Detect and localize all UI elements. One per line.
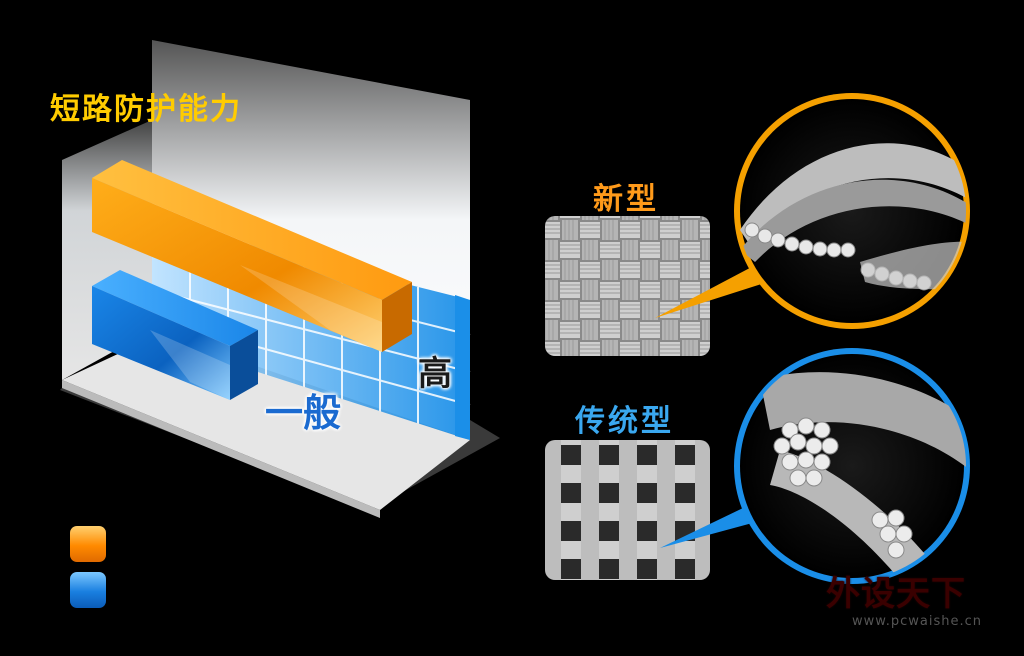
floor (62, 338, 470, 510)
high-label: 高 (418, 354, 452, 394)
fabric-new-swatch (545, 216, 710, 356)
right-edge (455, 295, 470, 440)
box-scene (60, 40, 500, 518)
legend-blue-swatch (70, 572, 106, 608)
watermark-logo: 外设天下 (826, 574, 966, 614)
normal-label: 一般 (265, 391, 342, 435)
fabric-new-zoom-cable (740, 143, 966, 291)
watermark-url: www.pcwaishe.cn (852, 614, 982, 629)
blue-bar (92, 270, 258, 400)
title: 短路防护能力 (50, 92, 242, 127)
fabric-trad-zoom-cable (760, 372, 966, 580)
legend-orange-swatch (70, 526, 106, 562)
floor-front (62, 380, 380, 518)
traditional-fabric-label: 传统型 (575, 404, 674, 439)
new-fabric-label: 新型 (593, 182, 659, 217)
fabric-trad-swatch (545, 440, 710, 580)
fabric-new (545, 93, 970, 356)
fabric-new-pointer (655, 260, 780, 318)
fabric-traditional (545, 348, 970, 584)
orange-bar (92, 160, 412, 352)
